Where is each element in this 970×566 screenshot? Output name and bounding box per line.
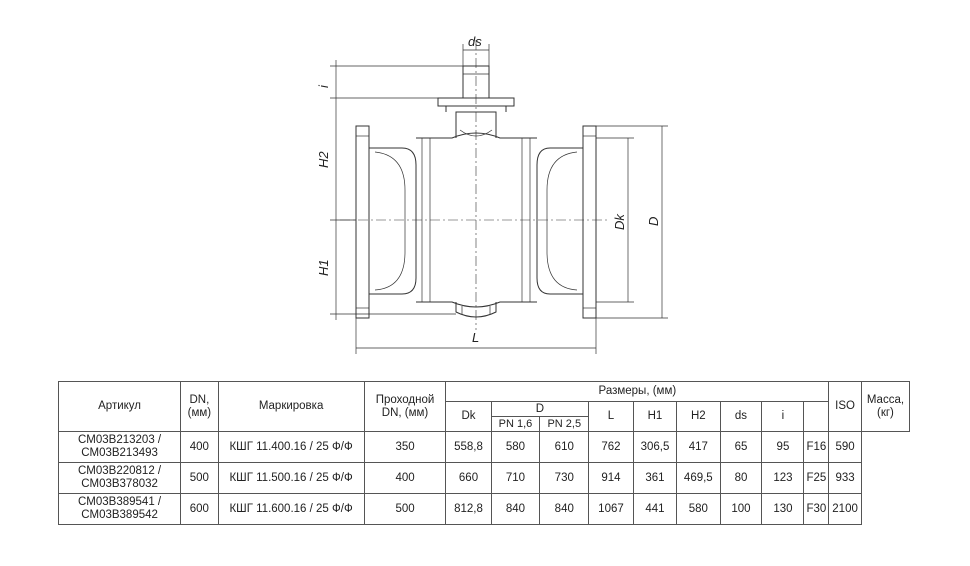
- cell-marking: КШГ 11.600.16 / 25 Ф/Ф: [217, 493, 365, 525]
- header-mass: Масса, (кг): [860, 381, 911, 432]
- cell-marking: КШГ 11.500.16 / 25 Ф/Ф: [217, 462, 365, 494]
- cell-mass: 933: [828, 462, 862, 494]
- table-row: CM03B389541 / CM03B389542 600 КШГ 11.600…: [57, 493, 910, 525]
- header-article: Артикул: [57, 381, 182, 432]
- cell-i: 130: [761, 493, 805, 525]
- dimension-right: Dk D: [596, 125, 668, 319]
- header-iso: ISO: [828, 381, 862, 432]
- label-h1: H1: [316, 259, 331, 276]
- label-l: L: [472, 330, 479, 345]
- cell-dk: 660: [445, 462, 492, 494]
- header-dn: DN, (мм): [180, 381, 219, 432]
- cell-d25: 730: [539, 462, 590, 494]
- header-h2: H2: [676, 401, 721, 432]
- cell-passage: 500: [363, 493, 447, 525]
- stem-assembly: [437, 65, 515, 138]
- cell-passage: 400: [363, 462, 447, 494]
- cell-dn: 600: [180, 493, 219, 525]
- cell-ds: 65: [719, 431, 763, 463]
- header-dimensions: Размеры, (мм): [445, 381, 830, 402]
- cell-h1: 306,5: [632, 431, 678, 463]
- table-row: CM03B213203 / CM03B213493 400 КШГ 11.400…: [57, 431, 910, 463]
- ball-valve-drawing: ds i H2 H1 Dk D L: [316, 34, 668, 354]
- label-h2: H2: [316, 151, 331, 168]
- dimension-ds: ds: [462, 34, 490, 66]
- label-i: i: [316, 84, 331, 88]
- left-flange: [355, 125, 417, 319]
- cell-d16: 840: [490, 493, 541, 525]
- cell-d25: 610: [539, 431, 590, 463]
- cell-ds: 80: [719, 462, 763, 494]
- cell-h2: 417: [676, 431, 721, 463]
- dimension-left: i H2 H1: [316, 60, 463, 320]
- cell-marking: КШГ 11.400.16 / 25 Ф/Ф: [217, 431, 365, 463]
- cell-iso: F25: [803, 462, 830, 494]
- cell-h2: 469,5: [676, 462, 721, 494]
- cell-mass: 2100: [828, 493, 862, 525]
- cell-dn: 500: [180, 462, 219, 494]
- cell-dk: 558,8: [445, 431, 492, 463]
- dimension-l: L: [355, 318, 597, 354]
- cell-d16: 580: [490, 431, 541, 463]
- cell-h1: 441: [632, 493, 678, 525]
- specification-table: Артикул DN, (мм) Маркировка Проходной DN…: [57, 381, 911, 525]
- header-passage: Проходной DN, (мм): [363, 381, 447, 432]
- header-d: D: [490, 401, 590, 417]
- cell-d25: 840: [539, 493, 590, 525]
- header-l: L: [588, 401, 634, 432]
- cell-passage: 350: [363, 431, 447, 463]
- cell-l: 762: [588, 431, 634, 463]
- cell-article: CM03B389541 / CM03B389542: [57, 493, 182, 525]
- right-flange: [536, 125, 597, 319]
- cell-article: CM03B220812 / CM03B378032: [57, 462, 182, 494]
- label-d: D: [646, 217, 661, 226]
- cell-iso: F16: [803, 431, 830, 463]
- cell-article: CM03B213203 / CM03B213493: [57, 431, 182, 463]
- cell-dn: 400: [180, 431, 219, 463]
- label-ds: ds: [468, 34, 482, 49]
- header-marking: Маркировка: [217, 381, 365, 432]
- cell-l: 1067: [588, 493, 634, 525]
- cell-h1: 361: [632, 462, 678, 494]
- valve-body: [416, 132, 537, 318]
- label-dk: Dk: [612, 213, 627, 230]
- cell-d16: 710: [490, 462, 541, 494]
- header-ds: ds: [719, 401, 763, 432]
- header-pn16: PN 1,6: [490, 416, 541, 432]
- cell-i: 123: [761, 462, 805, 494]
- header-dk: Dk: [445, 401, 492, 432]
- cell-l: 914: [588, 462, 634, 494]
- cell-ds: 100: [719, 493, 763, 525]
- cell-iso: F30: [803, 493, 830, 525]
- header-i: i: [761, 401, 805, 432]
- cell-dk: 812,8: [445, 493, 492, 525]
- table-row: CM03B220812 / CM03B378032 500 КШГ 11.500…: [57, 462, 910, 494]
- cell-mass: 590: [828, 431, 862, 463]
- cell-i: 95: [761, 431, 805, 463]
- header-pn25: PN 2,5: [539, 416, 590, 432]
- header-h1: H1: [632, 401, 678, 432]
- cell-h2: 580: [676, 493, 721, 525]
